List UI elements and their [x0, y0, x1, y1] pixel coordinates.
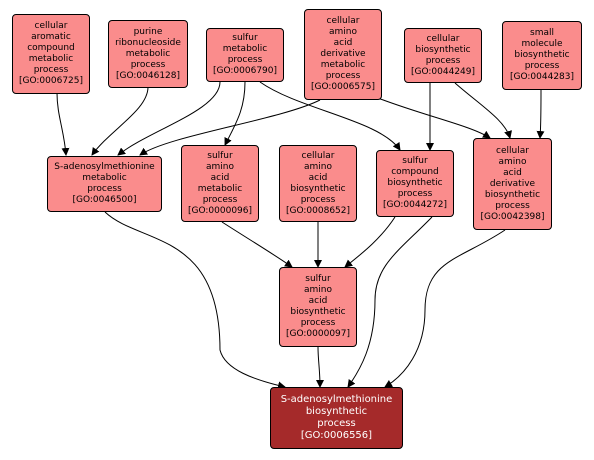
edge-96-to-97 [221, 221, 293, 268]
node-go-0044272[interactable]: sulfur compound biosynthetic process[GO:… [376, 150, 454, 217]
node-go-id: [GO:0008652] [285, 205, 351, 216]
node-label: cellular aromatic compound metabolic pro… [27, 21, 75, 75]
node-label: cellular amino acid biosynthetic process [290, 150, 346, 205]
node-go-0046500[interactable]: S-adenosylmethionine metabolic process[G… [47, 156, 162, 212]
node-go-0008652[interactable]: cellular amino acid biosynthetic process… [279, 145, 357, 222]
edge-44272-to-6556 [347, 216, 433, 388]
node-label: S-adenosylmethionine metabolic process [54, 162, 155, 194]
node-go-id: [GO:0044249] [410, 66, 476, 77]
node-go-id: [GO:0046128] [115, 70, 181, 81]
node-label: cellular biosynthetic process [415, 33, 471, 66]
edge-6575-to-42398 [369, 94, 491, 139]
node-go-0006725[interactable]: cellular aromatic compound metabolic pro… [12, 14, 90, 94]
node-go-0000096[interactable]: sulfur amino acid metabolic process[GO:0… [181, 145, 259, 222]
node-go-id: [GO:0006575] [310, 82, 376, 92]
edge-6790-to-44272 [259, 81, 401, 151]
edge-46128-to-46500 [91, 86, 149, 156]
node-go-id: [GO:0042398] [480, 211, 545, 222]
node-go-0044283[interactable]: small molecule biosynthetic process[GO:0… [502, 21, 582, 90]
edge-44249-to-42398 [454, 82, 512, 139]
edge-97-to-6556 [315, 346, 324, 388]
node-label: sulfur metabolic process [222, 33, 268, 65]
edge-6575-to-46500 [139, 99, 321, 156]
node-go-id: [GO:0006556] [300, 430, 373, 441]
node-label: sulfur amino acid biosynthetic process [290, 274, 346, 328]
node-go-id: [GO:0000097] [285, 329, 351, 339]
node-label: cellular amino acid derivative biosynthe… [484, 145, 541, 211]
edge-44272-to-97 [344, 216, 396, 268]
node-label: small molecule biosynthetic process [514, 28, 570, 71]
node-go-id: [GO:0006725] [18, 76, 84, 86]
node-go-0006790[interactable]: sulfur metabolic process[GO:0006790] [206, 28, 284, 82]
node-go-id: [GO:0000096] [187, 205, 253, 216]
edge-6790-to-96 [224, 81, 246, 146]
node-label: purine ribonucleoside metabolic process [115, 26, 181, 70]
node-go-0006556[interactable]: S-adenosylmethionine biosynthetic proces… [270, 387, 403, 449]
node-label: sulfur compound biosynthetic process [387, 156, 443, 199]
edge-46500-to-6556 [104, 211, 286, 390]
edge-44283-to-42398 [536, 89, 545, 139]
edge-42398-to-6556 [384, 229, 506, 388]
node-go-0044249[interactable]: cellular biosynthetic process[GO:0044249… [404, 28, 482, 83]
edge-6790-to-46500 [117, 81, 221, 156]
node-label: sulfur amino acid metabolic process [197, 150, 243, 205]
node-go-id: [GO:0046500] [72, 195, 137, 205]
node-label: cellular amino acid derivative metabolic… [320, 16, 366, 81]
node-go-id: [GO:0044283] [509, 72, 575, 82]
node-go-id: [GO:0044272] [382, 200, 448, 210]
node-go-0046128[interactable]: purine ribonucleoside metabolic process[… [108, 20, 188, 88]
node-go-id: [GO:0006790] [212, 66, 278, 76]
edge-6725-to-46500 [56, 92, 70, 156]
node-label: S-adenosylmethionine biosynthetic proces… [280, 394, 393, 429]
node-go-0042398[interactable]: cellular amino acid derivative biosynthe… [473, 138, 552, 230]
node-go-0000097[interactable]: sulfur amino acid biosynthetic process[G… [279, 267, 357, 347]
node-go-0006575[interactable]: cellular amino acid derivative metabolic… [304, 9, 382, 100]
